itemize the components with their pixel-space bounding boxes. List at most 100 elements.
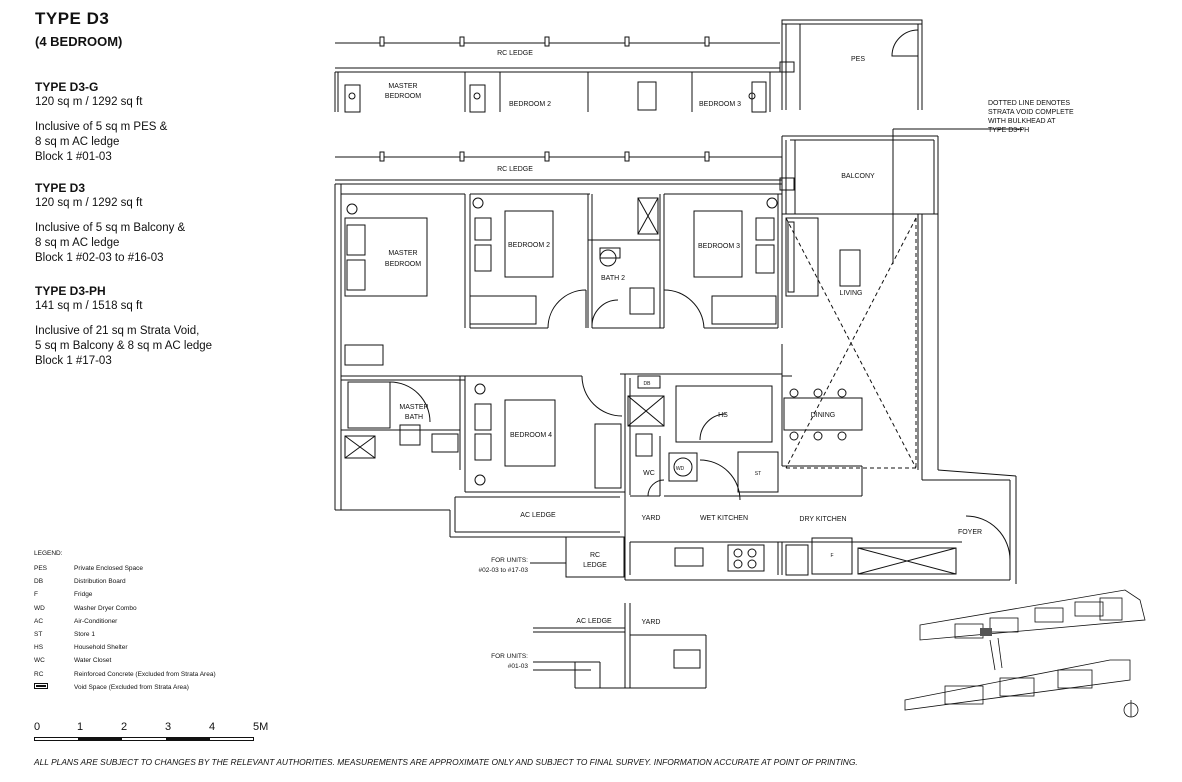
unit-type-d3g: TYPE D3-G 120 sq m / 1292 sq ft Inclusiv… [35,80,167,165]
label-master-bedroom-1: MASTER [388,250,417,257]
note-line: TYPE D3-PH [988,127,1030,134]
label-master-bedroom-2: BEDROOM [385,261,421,268]
label-pes: PES [851,56,865,63]
label-rc-ledge-small-2: LEDGE [583,562,607,569]
unit-type-note: 8 sq m AC ledge [35,136,120,148]
legend-heading: LEGEND: [34,550,63,557]
label-bedroom4: BEDROOM 4 [510,432,552,439]
scale-bar-segment [78,737,122,741]
label-foyer: FOYER [958,529,982,536]
legend-item: WC Water Closet [34,654,216,667]
label-yard: YARD [642,515,661,522]
plan-d3-main [334,128,1022,584]
legend-item: RC Reinforced Concrete (Excluded from Str… [34,668,216,681]
unit-type-d3ph: TYPE D3-PH 141 sq m / 1518 sq ft Inclusi… [35,284,212,369]
label-for-units-2a: FOR UNITS: [491,653,528,660]
plan-d3g-partial [334,19,923,113]
legend-item: DB Distribution Board [34,575,216,588]
label-rc-ledge: RC LEDGE [497,166,533,173]
label-fridge: F [830,553,833,559]
unit-type-note: Block 1 #17-03 [35,355,112,367]
disclaimer: ALL PLANS ARE SUBJECT TO CHANGES BY THE … [34,757,858,767]
legend-abbr: ST [34,631,43,639]
unit-type-note: Block 1 #02-03 to #16-03 [35,252,164,264]
scale-label: 3 [165,721,172,733]
unit-type-name: TYPE D3-G [35,80,99,94]
legend-desc: Reinforced Concrete (Excluded from Strat… [74,670,216,678]
page-title: TYPE D3 [35,9,110,28]
unit-type-area: 141 sq m / 1518 sq ft [35,300,143,312]
label-bedroom2-top: BEDROOM 2 [509,101,551,108]
legend-abbr: DB [34,578,44,586]
legend-desc: Household Shelter [74,644,128,652]
label-db: DB [644,381,652,387]
legend-item: Void Space (Excluded from Strata Area) [34,681,216,694]
scale-label: 0 [34,721,41,733]
legend-item: PES Private Enclosed Space [34,562,216,575]
label-yard-bottom: YARD [642,619,661,626]
legend-desc: Void Space (Excluded from Strata Area) [74,683,189,691]
legend-desc: Water Closet [74,657,112,665]
scale-bar-outline [34,737,254,741]
unit-type-d3: TYPE D3 120 sq m / 1292 sq ft Inclusive … [35,181,185,266]
label-for-units-1b: #02-03 to #17-03 [478,567,528,574]
label-for-units-2b: #01-03 [508,663,529,670]
label-bath2: BATH 2 [601,275,625,282]
unit-type-note: 5 sq m Balcony & 8 sq m AC ledge [35,340,213,352]
unit-type-note: Block 1 #01-03 [35,151,112,163]
label-master-bath-1: MASTER [399,404,428,411]
legend-abbr: F [34,591,38,599]
unit-type-note: Inclusive of 5 sq m PES & [35,121,168,133]
strata-void-note: DOTTED LINE DENOTES STRATA VOID COMPLETE… [988,99,1074,135]
unit-type-note: Inclusive of 21 sq m Strata Void, [35,325,200,337]
legend-abbr: PES [34,565,48,573]
legend-item: F Fridge [34,588,216,601]
legend-abbr: WC [34,657,45,665]
legend-desc: Washer Dryer Combo [74,604,137,612]
legend-desc: Distribution Board [74,578,126,586]
scale-label: 4 [209,721,216,733]
scale-bar-segment [166,737,210,741]
site-key-plan [904,589,1146,718]
legend-item: WD Washer Dryer Combo [34,602,216,615]
label-living: LIVING [840,290,863,297]
label-rc-ledge-top: RC LEDGE [497,50,533,57]
key-plan-unit-highlight [980,628,992,636]
plan-d3g-bottom-partial [533,603,707,689]
unit-type-note: Inclusive of 5 sq m Balcony & [35,222,186,234]
label-rc-ledge-small-1: RC [590,552,600,559]
page-subtitle: (4 BEDROOM) [35,34,123,49]
label-balcony: BALCONY [841,173,875,180]
unit-type-note: 8 sq m AC ledge [35,237,120,249]
unit-type-area: 120 sq m / 1292 sq ft [35,197,143,209]
legend: LEGEND: PES Private Enclosed Space DB Dist… [34,550,216,694]
label-master-bath-2: BATH [405,414,423,421]
unit-type-name: TYPE D3 [35,181,86,195]
note-line: DOTTED LINE DENOTES [988,100,1071,107]
label-master-bedroom-top-1: MASTER [388,83,417,90]
legend-item: HS Household Shelter [34,641,216,654]
label-bedroom3-top: BEDROOM 3 [699,101,741,108]
unit-type-area: 120 sq m / 1292 sq ft [35,96,143,108]
scale-label: 1 [77,721,84,733]
legend-abbr: RC [34,670,44,678]
legend-desc: Air-Conditioner [74,617,118,625]
label-st: ST [755,471,761,477]
legend-abbr: WD [34,604,45,612]
note-line: WITH BULKHEAD AT [988,118,1056,125]
label-dining: DINING [811,412,836,419]
legend-desc: Private Enclosed Space [74,565,144,573]
void-space-symbol [34,683,74,691]
note-line: STRATA VOID COMPLETE [988,109,1074,116]
legend-desc: Fridge [74,591,93,599]
label-ac-ledge: AC LEDGE [520,512,556,519]
label-bedroom3: BEDROOM 3 [698,243,740,250]
scale-label: 2 [121,721,128,733]
legend-abbr: AC [34,617,44,625]
label-ac-ledge-bottom: AC LEDGE [576,618,612,625]
scale-bar: 0 1 2 3 4 5M [34,721,274,745]
legend-abbr: HS [34,644,44,652]
label-dry-kitchen: DRY KITCHEN [799,516,846,523]
